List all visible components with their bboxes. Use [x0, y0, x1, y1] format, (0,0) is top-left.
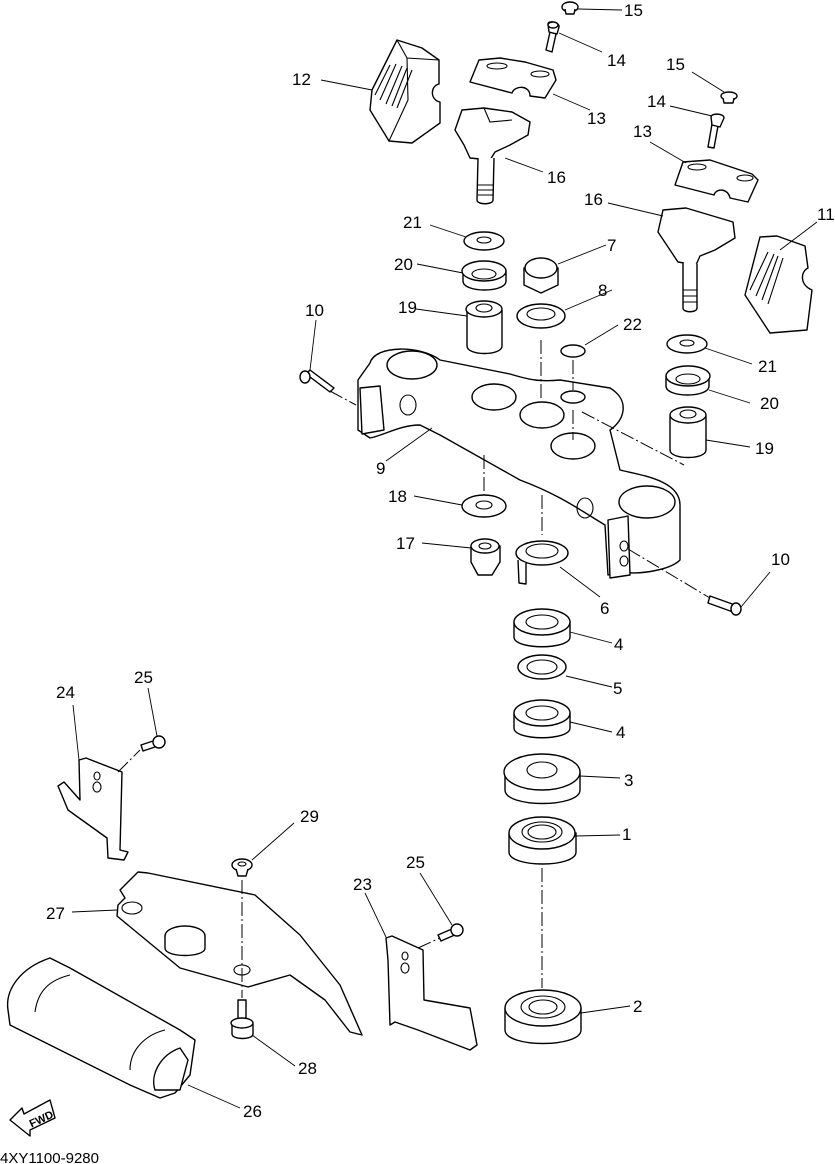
- callout-15: 15: [666, 55, 685, 74]
- callout-21: 21: [758, 357, 777, 376]
- part-grommet-29: [231, 858, 253, 877]
- part-bolt-14-right: [707, 113, 725, 149]
- callout-14: 14: [647, 92, 666, 111]
- callout-29: 29: [300, 807, 319, 826]
- part-upper-bracket-9: [357, 348, 681, 579]
- callout-4: 4: [614, 635, 623, 654]
- assembly-axis-lines: [117, 340, 711, 998]
- callout-14: 14: [607, 51, 626, 70]
- part-washer-21-left: [463, 231, 505, 251]
- part-cover-12: [369, 39, 441, 144]
- part-bolt-25-left: [140, 735, 166, 752]
- callout-19: 19: [755, 439, 774, 458]
- part-nut-17: [470, 538, 501, 576]
- callout-19: 19: [398, 298, 417, 317]
- fwd-direction-arrow: FWD: [9, 1099, 56, 1137]
- callout-20: 20: [394, 255, 413, 274]
- part-bearing-cover-3: [503, 753, 581, 805]
- callout-10: 10: [771, 550, 790, 569]
- part-upper-holder-13-right: [674, 159, 759, 203]
- callout-3: 3: [624, 771, 633, 790]
- callout-11: 11: [817, 205, 835, 224]
- callout-9: 9: [376, 459, 385, 478]
- part-cap-15-left: [561, 1, 579, 15]
- callout-24: 24: [56, 683, 75, 702]
- part-rubber-washer-5: [517, 654, 567, 680]
- callout-16: 16: [547, 168, 566, 187]
- part-pinch-bolt-10-left: [299, 369, 335, 393]
- callout-17: 17: [396, 534, 415, 553]
- callout-16: 16: [584, 190, 603, 209]
- part-washer-8: [516, 303, 566, 329]
- part-damper-cup-20-right: [665, 365, 711, 396]
- part-damper-19-right: [669, 406, 707, 459]
- callout-10: 10: [305, 301, 324, 320]
- part-guide-23: [385, 935, 478, 1051]
- part-cover-bracket-27: [116, 871, 363, 1036]
- callout-7: 7: [607, 236, 616, 255]
- part-bolt-14-left: [545, 21, 560, 53]
- part-bearing-2: [504, 989, 582, 1045]
- callout-23: 23: [353, 875, 372, 894]
- callout-15: 15: [624, 1, 643, 20]
- part-bearing-1: [508, 816, 577, 865]
- part-ring-nut-4-upper: [513, 608, 571, 648]
- callout-13: 13: [587, 109, 606, 128]
- part-cover-26: [6, 957, 196, 1099]
- callout-18: 18: [388, 487, 407, 506]
- callout-26: 26: [243, 1102, 262, 1121]
- part-cover-11: [744, 235, 813, 334]
- callout-1: 1: [622, 825, 631, 844]
- part-guide-24: [57, 757, 129, 861]
- part-washer-21-right: [666, 334, 708, 354]
- part-washer-18: [461, 494, 507, 518]
- drawing-code: 4XY1100-9280: [0, 1150, 99, 1164]
- callout-2: 2: [633, 997, 642, 1016]
- callout-27: 27: [46, 904, 65, 923]
- callout-labels: 15 14 12 13 16 15 14 13 16 11 21 20 19 7…: [46, 1, 835, 1121]
- part-bolt-25-right: [437, 923, 464, 942]
- part-bolt-28: [230, 999, 254, 1040]
- callout-4: 4: [616, 723, 625, 742]
- part-cap-15-right: [720, 91, 738, 104]
- part-upper-holder-13-left: [469, 57, 557, 99]
- callout-22: 22: [623, 315, 642, 334]
- part-lower-holder-16-right: [657, 207, 736, 313]
- callout-13: 13: [633, 122, 652, 141]
- part-cap-nut-7: [523, 257, 559, 294]
- callout-25: 25: [134, 668, 153, 687]
- part-pinch-bolt-10-right: [707, 595, 742, 616]
- leader-lines: [71, 8, 818, 1109]
- part-cap-22: [560, 344, 586, 358]
- callout-12: 12: [292, 70, 311, 89]
- callout-25: 25: [406, 853, 425, 872]
- callout-28: 28: [298, 1059, 317, 1078]
- part-lock-washer-6: [515, 540, 569, 585]
- callout-6: 6: [600, 599, 609, 618]
- callout-21: 21: [403, 213, 422, 232]
- callout-8: 8: [598, 281, 607, 300]
- callout-5: 5: [613, 679, 622, 698]
- part-ring-nut-4-lower: [513, 699, 571, 739]
- part-damper-19-left: [465, 300, 503, 355]
- part-damper-cup-20-left: [461, 260, 507, 291]
- part-lower-holder-16-left: [454, 107, 531, 205]
- callout-20: 20: [760, 394, 779, 413]
